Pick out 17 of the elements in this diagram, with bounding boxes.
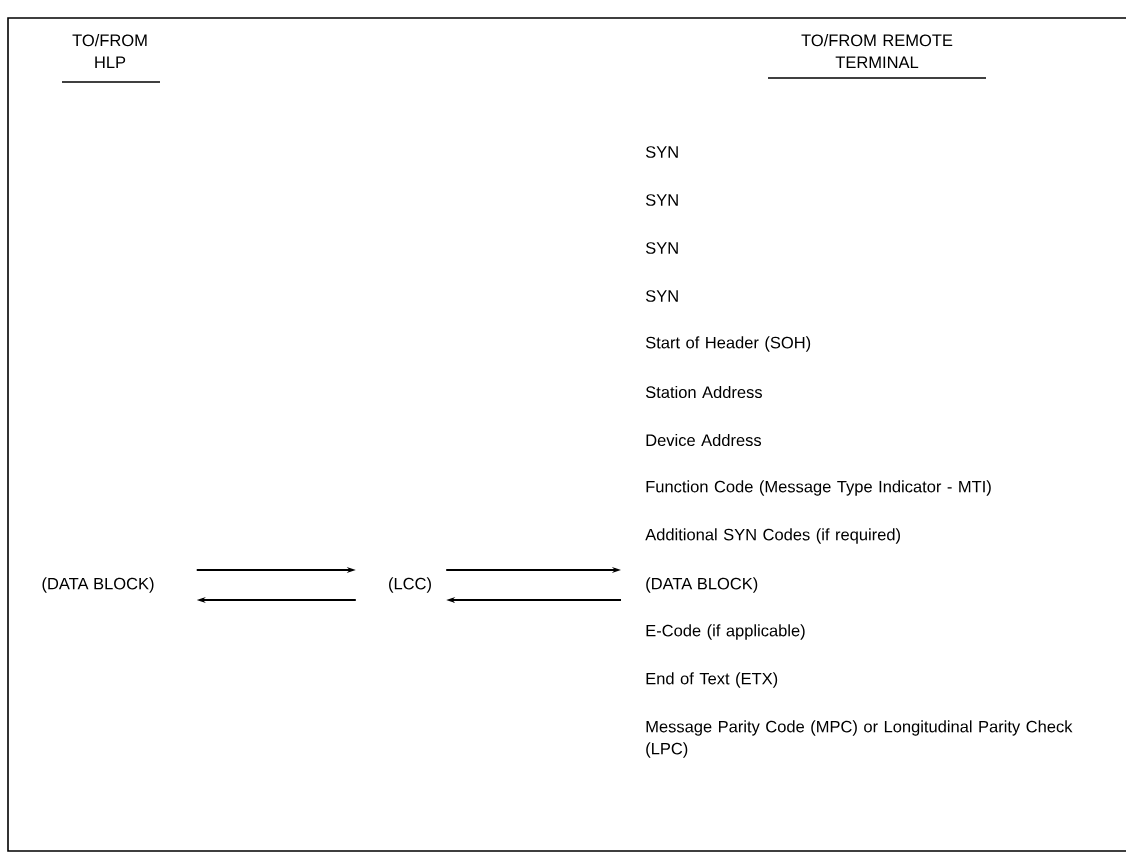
column-heading: TO/FROM HLP — [72, 34, 147, 68]
field-label: SYN — [645, 146, 678, 158]
field-label: End of Text (ETX) — [646, 672, 778, 688]
field-label: Device Address — [646, 433, 762, 447]
field-label: SYN — [645, 290, 678, 302]
field-label: Station Address — [645, 385, 762, 399]
block-label: (DATA BLOCK) — [42, 577, 154, 593]
field-label: Additional SYN Codes (if required) — [645, 528, 900, 544]
field-label: E-Code (if applicable) — [646, 624, 805, 640]
block-label: (LCC) — [389, 577, 431, 593]
field-label: SYN — [645, 242, 678, 254]
field-label: Start of Header (SOH) — [645, 336, 811, 352]
field-label: SYN — [645, 194, 678, 206]
column-heading: TO/FROM REMOTE TERMINAL — [801, 34, 953, 68]
field-label: Function Code (Message Type Indicator - MTI) — [646, 480, 991, 496]
block-label: (DATA BLOCK) — [646, 577, 758, 593]
field-label: Message Parity Code (MPC) or Longitudinal Parity Check (LPC) — [646, 720, 1073, 758]
